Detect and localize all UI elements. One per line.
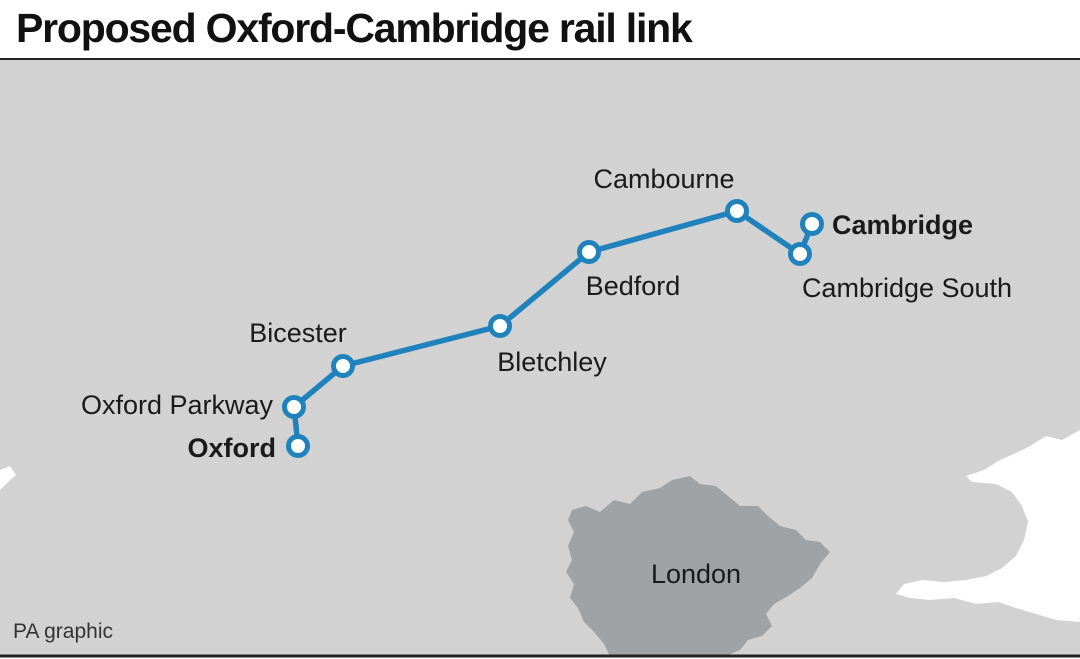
sea-west bbox=[0, 466, 16, 490]
london-label: London bbox=[651, 559, 741, 589]
station-marker-oxford[interactable] bbox=[286, 434, 310, 458]
station-label-oxford: Oxford bbox=[187, 433, 276, 463]
station-marker-oxford-parkway[interactable] bbox=[282, 395, 306, 419]
station-marker-cambridge[interactable] bbox=[800, 212, 824, 236]
page-title: Proposed Oxford-Cambridge rail link bbox=[16, 5, 693, 51]
station-label-bicester: Bicester bbox=[249, 318, 347, 348]
station-marker-bletchley[interactable] bbox=[488, 314, 512, 338]
credit-label: PA graphic bbox=[13, 620, 113, 643]
station-marker-cambourne[interactable] bbox=[725, 199, 749, 223]
sea-east bbox=[896, 430, 1080, 622]
station-label-bletchley: Bletchley bbox=[497, 347, 607, 377]
station-marker-cambridge-south[interactable] bbox=[788, 242, 812, 266]
station-label-cambridge-south: Cambridge South bbox=[802, 273, 1012, 303]
station-marker-bicester[interactable] bbox=[331, 354, 355, 378]
station-label-cambourne: Cambourne bbox=[593, 164, 734, 194]
station-label-cambridge: Cambridge bbox=[832, 210, 973, 240]
station-marker-bedford[interactable] bbox=[577, 240, 601, 264]
station-label-bedford: Bedford bbox=[586, 271, 681, 301]
greater-london-area bbox=[566, 476, 830, 656]
land-area bbox=[0, 60, 1080, 656]
station-label-oxford-parkway: Oxford Parkway bbox=[81, 390, 274, 420]
